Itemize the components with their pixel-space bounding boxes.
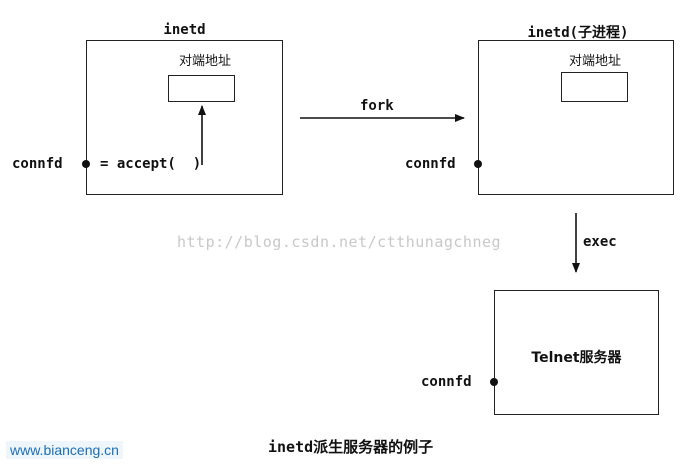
fork-label: fork bbox=[360, 98, 394, 114]
telnet-server-label: Telnet服务器 bbox=[531, 350, 622, 366]
left-connfd-dot bbox=[82, 160, 90, 168]
site-watermark: www.bianceng.cn bbox=[6, 441, 123, 459]
telnet-connfd-label: connfd bbox=[421, 374, 472, 390]
right-box-title: inetd(子进程) bbox=[527, 25, 629, 41]
left-connfd-label: connfd bbox=[12, 156, 63, 172]
left-box-title: inetd bbox=[163, 22, 206, 38]
figure-caption: inetd派生服务器的例子 bbox=[268, 438, 434, 456]
right-connfd-label: connfd bbox=[405, 156, 456, 172]
accept-call-label: = accept( ) bbox=[100, 156, 202, 172]
exec-label: exec bbox=[583, 234, 617, 250]
telnet-connfd-dot bbox=[490, 378, 498, 386]
right-peer-address-box bbox=[561, 72, 628, 102]
telnet-server-box bbox=[494, 290, 659, 415]
right-peer-address-label: 对端地址 bbox=[568, 54, 621, 69]
left-inetd-box bbox=[86, 40, 283, 195]
left-peer-address-box bbox=[168, 75, 235, 102]
left-peer-address-label: 对端地址 bbox=[178, 54, 231, 69]
right-connfd-dot bbox=[474, 160, 482, 168]
right-inetd-child-box bbox=[478, 40, 674, 195]
blog-watermark: http://blog.csdn.net/ctthunagchneg bbox=[177, 233, 502, 251]
